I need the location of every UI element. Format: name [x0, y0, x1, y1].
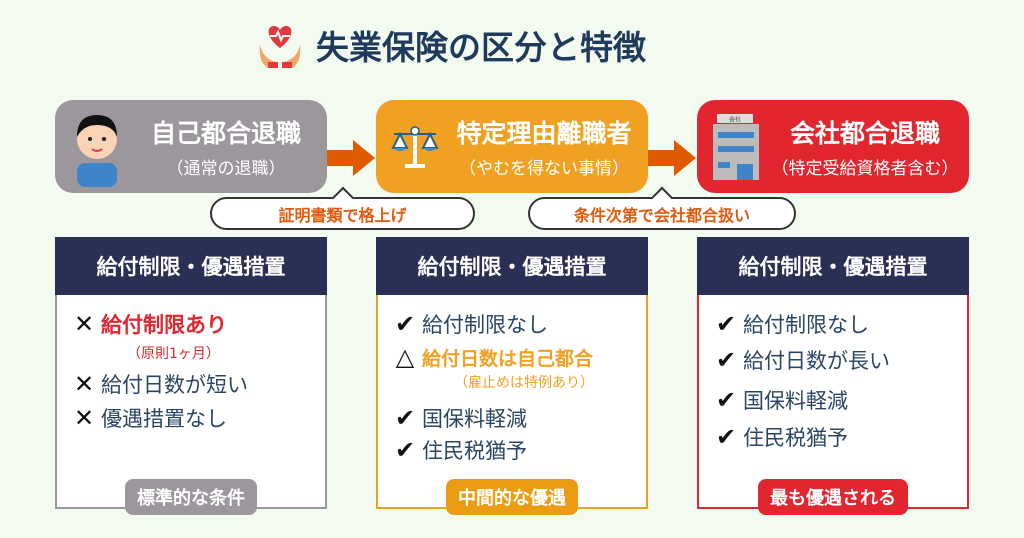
list-item: △ 給付日数は自己都合: [392, 343, 593, 371]
list-item: ✕給付日数が短い: [71, 369, 248, 399]
column-header: 給付制限・優遇措置: [55, 237, 327, 295]
category-voluntary: 自己都合退職 （通常の退職）: [55, 100, 327, 193]
check-icon: ✔: [715, 346, 737, 374]
list-item: ✔国保料軽減: [713, 385, 848, 415]
triangle-icon: △: [395, 343, 415, 371]
category-name: 会社都合退職: [789, 119, 940, 148]
list-item: ✔国保料軽減: [392, 403, 527, 433]
category-name: 自己都合退職: [150, 119, 301, 148]
check-icon: ✔: [715, 423, 737, 451]
check-icon: ✔: [394, 310, 416, 338]
category-specific-reason: 特定理由離職者 （やむを得ない事情）: [376, 100, 648, 193]
item-text: 給付制限なし: [743, 313, 869, 337]
check-icon: ✔: [715, 386, 737, 414]
office-building-icon: 会社: [713, 113, 759, 180]
item-text: 給付制限なし: [422, 313, 548, 337]
item-note: （原則1ヶ月）: [127, 346, 220, 362]
category-sub: （特定受給資格者含む）: [771, 159, 959, 179]
item-text: 国保料軽減: [422, 407, 527, 431]
item-text: 住民税猶予: [743, 426, 848, 450]
check-icon: ✔: [394, 404, 416, 432]
category-name: 特定理由離職者: [456, 119, 632, 148]
arrow-right-icon: [327, 140, 375, 176]
title-bar: 失業保険の区分と特徴: [258, 20, 646, 70]
building-sign: 会社: [729, 115, 741, 123]
heart-hands-icon: [259, 26, 301, 68]
item-note: （雇止めは特例あり）: [454, 375, 594, 391]
list-item: ✔給付制限なし: [392, 309, 548, 339]
check-icon: ✔: [394, 436, 416, 464]
callout-text: 条件次第で会社都合扱い: [573, 205, 750, 225]
column-header: 給付制限・優遇措置: [376, 237, 648, 295]
cross-icon: ✕: [73, 370, 95, 398]
callout-conditional-company: 条件次第で会社都合扱い: [528, 197, 796, 230]
list-item: ✔住民税猶予: [392, 435, 527, 465]
column-voluntary: 給付制限・優遇措置 ✕給付制限あり （原則1ヶ月） ✕給付日数が短い ✕優遇措置…: [55, 237, 327, 515]
column-specific-reason: 給付制限・優遇措置 ✔給付制限なし △給付日数は自己都合 （雇止めは特例あり） …: [376, 237, 648, 515]
list-item: ✔給付制限なし: [713, 309, 869, 339]
column-company: 給付制限・優遇措置 ✔給付制限なし ✔給付日数が長い ✔国保料軽減 ✔住民税猶予…: [697, 237, 969, 515]
arrow-right-icon: [648, 140, 696, 176]
item-text: 給付日数が短い: [101, 373, 248, 397]
cross-icon: ✕: [73, 404, 95, 432]
callout-text: 証明書類で格上げ: [278, 205, 407, 225]
category-company: 会社 会社都合退職 （特定受給資格者含む）: [697, 100, 969, 193]
cross-icon: ✕: [73, 310, 95, 338]
status-badge: 最も優遇される: [758, 479, 908, 515]
check-icon: ✔: [715, 310, 737, 338]
status-badge: 標準的な条件: [125, 479, 257, 515]
list-item: ✕給付制限あり: [71, 309, 227, 339]
item-text: 給付日数は自己都合: [422, 347, 594, 370]
category-sub: （通常の退職）: [166, 159, 286, 179]
item-text: 給付制限あり: [101, 313, 227, 337]
status-badge: 中間的な優遇: [446, 479, 578, 515]
item-text: 優遇措置なし: [101, 407, 227, 431]
list-item: ✔給付日数が長い: [713, 345, 890, 375]
callout-upgrade-with-documents: 証明書類で格上げ: [210, 197, 475, 230]
item-text: 国保料軽減: [743, 389, 848, 413]
scales-icon: [391, 125, 439, 168]
person-icon: [77, 114, 117, 187]
category-sub: （やむを得ない事情）: [459, 159, 629, 179]
list-item: ✕優遇措置なし: [71, 403, 227, 433]
item-text: 住民税猶予: [422, 439, 527, 463]
column-header: 給付制限・優遇措置: [697, 237, 969, 295]
item-text: 給付日数が長い: [743, 349, 890, 373]
list-item: ✔住民税猶予: [713, 422, 848, 452]
page-title: 失業保険の区分と特徴: [316, 28, 646, 67]
